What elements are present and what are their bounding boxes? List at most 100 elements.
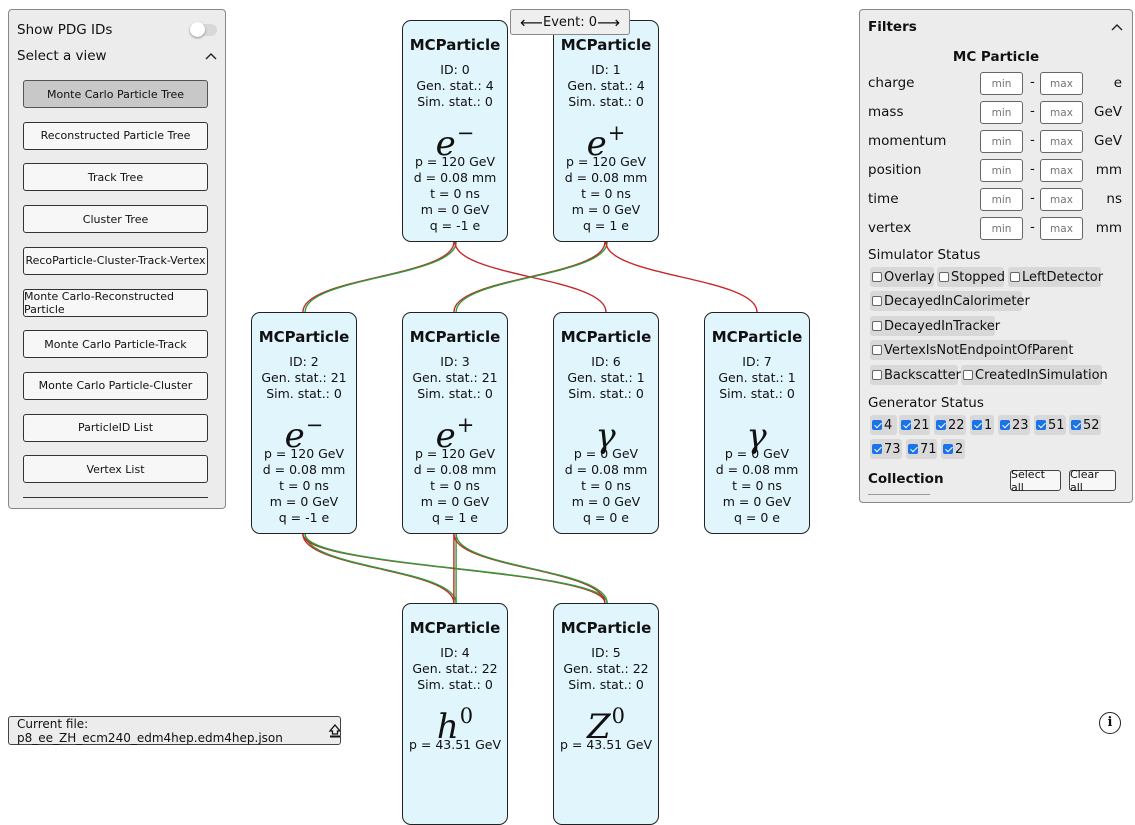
min-input[interactable] <box>980 188 1023 211</box>
filters-title: Filters <box>868 19 917 35</box>
generator-status-checkbox[interactable]: 1 <box>970 415 994 435</box>
checkbox[interactable] <box>872 345 882 355</box>
max-input[interactable] <box>1040 188 1083 211</box>
checkbox[interactable] <box>908 444 918 454</box>
simulator-status-checkbox[interactable]: Backscatter <box>870 365 961 385</box>
max-input[interactable] <box>1040 101 1083 124</box>
view-button[interactable]: Monte Carlo Particle-Cluster <box>23 371 208 400</box>
simulator-status-checkbox[interactable]: Overlay <box>870 267 935 287</box>
min-input[interactable] <box>980 159 1023 182</box>
view-button[interactable]: ParticleID List <box>23 413 208 442</box>
checkbox[interactable] <box>1000 420 1010 430</box>
simulator-status-checkbox[interactable]: CreatedInSimulation <box>961 365 1108 385</box>
min-input[interactable] <box>980 101 1023 124</box>
generator-status-checkbox[interactable]: 22 <box>934 415 966 435</box>
chevron-up-icon[interactable] <box>1111 23 1123 31</box>
particle-time: t = 0 ns <box>732 478 782 493</box>
generator-status-checkbox[interactable]: 4 <box>870 415 897 435</box>
checkbox[interactable] <box>943 444 953 454</box>
select-view-row[interactable]: Select a view <box>9 48 225 64</box>
generator-status-checkbox[interactable]: 23 <box>998 415 1030 435</box>
checkbox[interactable] <box>872 321 882 331</box>
arrow-right-icon[interactable]: ⟶ <box>597 12 620 32</box>
min-input[interactable] <box>980 217 1023 240</box>
info-icon[interactable]: i <box>1099 712 1121 734</box>
min-input[interactable] <box>980 72 1023 95</box>
arrow-left-icon[interactable]: ⟵ <box>520 12 543 32</box>
current-file-bar[interactable]: Current file: p8_ee_ZH_ecm240_edm4hep.ed… <box>8 716 341 745</box>
eject-upload-icon[interactable] <box>328 723 340 738</box>
checkbox[interactable] <box>963 370 973 380</box>
clear-all-button[interactable]: Clear all <box>1069 468 1116 494</box>
generator-status-checkbox[interactable]: 73 <box>870 439 902 459</box>
range-label: time <box>868 191 899 207</box>
checkbox[interactable] <box>901 420 911 430</box>
simulator-status-checkbox[interactable]: VertexIsNotEndpointOfParent <box>870 340 1073 360</box>
simulator-status-checkbox[interactable]: LeftDetector <box>1008 267 1104 287</box>
particle-title: MCParticle <box>560 328 652 346</box>
checkbox-label: LeftDetector <box>1022 269 1104 285</box>
select-all-button[interactable]: Select all <box>1010 468 1061 494</box>
particle-id: ID: 1 <box>591 62 621 77</box>
simulator-status-checkbox[interactable]: DecayedInCalorimeter <box>870 291 1030 311</box>
checkbox[interactable] <box>1010 272 1020 282</box>
view-button[interactable]: Monte Carlo Particle Tree <box>23 80 208 108</box>
checkbox[interactable] <box>1036 420 1046 430</box>
checkbox[interactable] <box>972 420 982 430</box>
simulator-status: Sim. stat.: 0 <box>719 386 795 401</box>
particle-distance: d = 0.08 mm <box>564 170 648 185</box>
range-unit: GeV <box>1093 104 1122 120</box>
checkbox-label: CreatedInSimulation <box>975 367 1108 383</box>
simulator-status-checkbox[interactable]: Stopped <box>937 267 1005 287</box>
particle-distance: d = 0.08 mm <box>413 170 497 185</box>
generator-status-checkbox[interactable]: 51 <box>1034 415 1066 435</box>
view-button[interactable]: RecoParticle-Cluster-Track-Vertex <box>23 246 208 275</box>
view-button[interactable]: Vertex List <box>23 455 208 484</box>
show-pdg-toggle[interactable] <box>190 22 217 37</box>
range-filter-charge: charge-e <box>868 72 1126 96</box>
generator-status-checkbox[interactable]: 52 <box>1069 415 1101 435</box>
particle-mass: m = 0 GeV <box>571 494 641 509</box>
range-dash: - <box>1030 103 1035 119</box>
view-button[interactable]: Track Tree <box>23 163 208 192</box>
generator-status-checkbox[interactable]: 21 <box>899 415 930 435</box>
simulator-status-label: Simulator Status <box>868 247 981 263</box>
checkbox[interactable] <box>936 420 946 430</box>
chevron-up-icon[interactable] <box>205 52 217 60</box>
particle-symbol-base: h <box>436 707 459 747</box>
view-button[interactable]: Monte Carlo-Reconstructed Particle <box>23 288 208 317</box>
max-input[interactable] <box>1040 130 1083 153</box>
view-button[interactable]: Reconstructed Particle Tree <box>23 121 208 150</box>
view-button[interactable]: Cluster Tree <box>23 205 208 234</box>
checkbox[interactable] <box>872 272 882 282</box>
generator-status-checkbox[interactable]: 2 <box>941 439 965 459</box>
min-input[interactable] <box>980 130 1023 153</box>
simulator-status-checkbox[interactable]: DecayedInTracker <box>870 316 1000 336</box>
generator-status-checkbox[interactable]: 71 <box>906 439 937 459</box>
particle-momentum: p = 120 GeV <box>414 154 496 169</box>
generator-status: Gen. stat.: 22 <box>412 661 498 676</box>
checkbox[interactable] <box>872 444 882 454</box>
max-input[interactable] <box>1040 159 1083 182</box>
checkbox[interactable] <box>872 370 882 380</box>
max-input[interactable] <box>1040 217 1083 240</box>
checkbox[interactable] <box>1071 420 1081 430</box>
checkbox[interactable] <box>872 296 882 306</box>
particle-momentum: p = 120 GeV <box>414 446 496 461</box>
simulator-status: Sim. stat.: 0 <box>568 677 644 692</box>
particle-symbol: γ <box>705 406 809 455</box>
checkbox-label: 71 <box>920 441 937 457</box>
view-button[interactable]: Monte Carlo Particle-Track <box>23 330 208 359</box>
range-dash: - <box>1030 74 1035 90</box>
checkbox[interactable] <box>872 420 882 430</box>
max-input[interactable] <box>1040 72 1083 95</box>
checkbox[interactable] <box>939 272 949 282</box>
